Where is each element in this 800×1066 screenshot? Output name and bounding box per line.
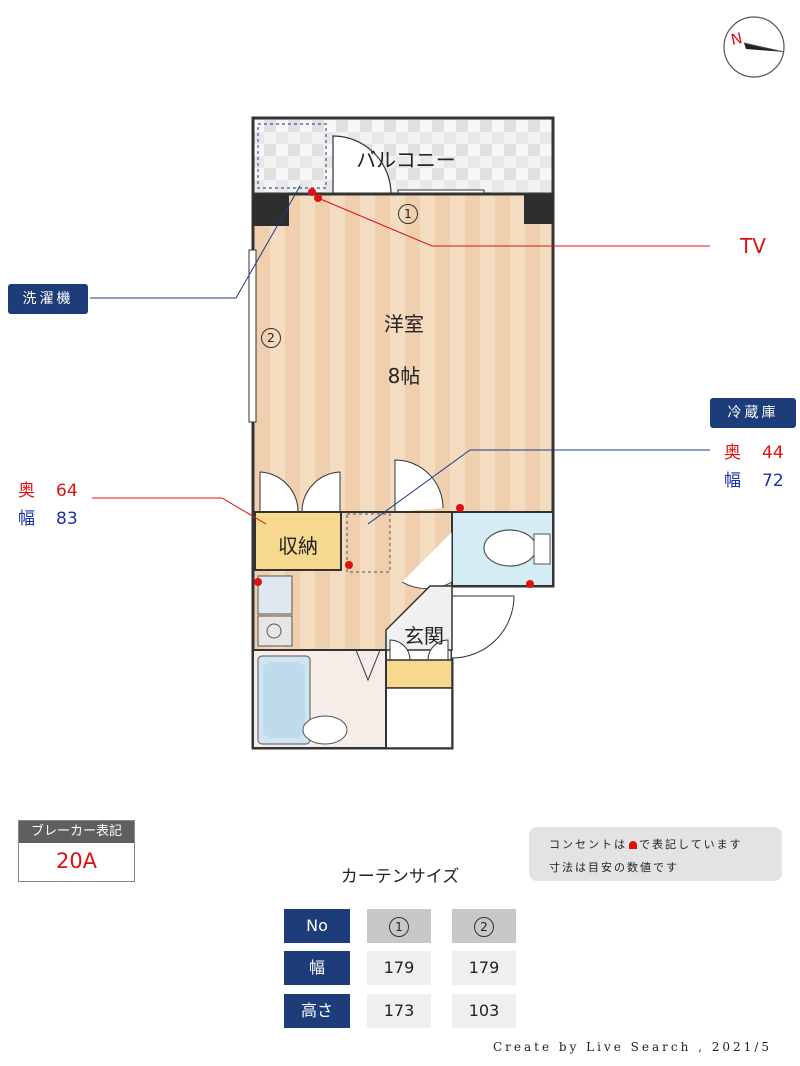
washbasin [302, 715, 348, 745]
fridge-width: 幅 72 [724, 466, 784, 491]
curtain-col-1: 1 [367, 909, 431, 943]
washer-depth-label: 奥 [18, 481, 35, 501]
note-line-2: 寸法は目安の数値です [549, 861, 679, 874]
fridge-width-value: 72 [762, 471, 784, 491]
fridge-depth: 奥 44 [724, 438, 784, 463]
breaker-box: ブレーカー表記 20A [18, 820, 135, 882]
washer-width-label: 幅 [18, 509, 35, 529]
curtain-height-1: 173 [367, 994, 431, 1028]
note-line-1: コンセントはで表記しています [549, 833, 782, 856]
outlet-symbol-icon [629, 841, 637, 849]
window-1-marker: 1 [398, 203, 418, 224]
pillar-left [253, 194, 289, 226]
credit-line: Create by Live Search , 2021/5 [492, 1040, 772, 1054]
washer-depth-value: 64 [56, 481, 78, 501]
washer-tag: 洗濯機 [8, 284, 88, 314]
curtain-col-2: 2 [452, 909, 516, 943]
note-line-1-b: で表記しています [639, 838, 743, 851]
balcony-label: バルコニー [356, 148, 456, 172]
curtain-title: カーテンサイズ [340, 867, 460, 887]
window-2-marker: 2 [261, 327, 281, 348]
curtain-height-2: 103 [452, 994, 516, 1028]
balcony-door [332, 135, 392, 195]
fridge-tag: 冷蔵庫 [710, 398, 796, 428]
window-1-number: 1 [398, 204, 418, 224]
storage-label: 収納 [278, 534, 318, 558]
western-room-label: 洋室 [384, 312, 424, 336]
washer-leader [90, 185, 301, 299]
breaker-value: 20A [55, 849, 98, 873]
curtain-col-1-number: 1 [389, 917, 409, 937]
washer-depth: 奥 64 [18, 476, 78, 501]
fridge-space [346, 513, 391, 573]
window-2-number: 2 [261, 328, 281, 348]
curtain-row-height-label: 高さ [284, 994, 350, 1028]
pillar-right [524, 194, 553, 224]
washer-dims-leader [92, 497, 267, 525]
window-left [248, 249, 257, 423]
fridge-width-label: 幅 [724, 471, 741, 491]
balcony-area [251, 116, 555, 196]
kitchen-sink [257, 575, 293, 615]
note-line-1-a: コンセントは [549, 838, 627, 851]
curtain-width-1: 179 [367, 951, 431, 985]
tv-label: TV [740, 234, 766, 258]
fridge-depth-value: 44 [762, 443, 784, 463]
curtain-width-2: 179 [452, 951, 516, 985]
kitchen-stove [257, 615, 293, 647]
fridge-leader [367, 449, 710, 525]
tv-leader [317, 197, 710, 247]
shoe-box [385, 659, 453, 689]
compass [723, 16, 785, 78]
fridge-depth-label: 奥 [724, 443, 741, 463]
curtain-col-2-number: 2 [474, 917, 494, 937]
breaker-title: ブレーカー表記 [19, 821, 134, 843]
curtain-header-no: No [284, 909, 350, 943]
entrance-label: 玄関 [404, 624, 444, 648]
western-room-size: 8帖 [387, 364, 421, 388]
washer-width-value: 83 [56, 509, 78, 529]
outlet-note: コンセントはで表記しています 寸法は目安の数値です [529, 827, 782, 881]
curtain-row-width-label: 幅 [284, 951, 350, 985]
washer-width: 幅 83 [18, 504, 78, 529]
